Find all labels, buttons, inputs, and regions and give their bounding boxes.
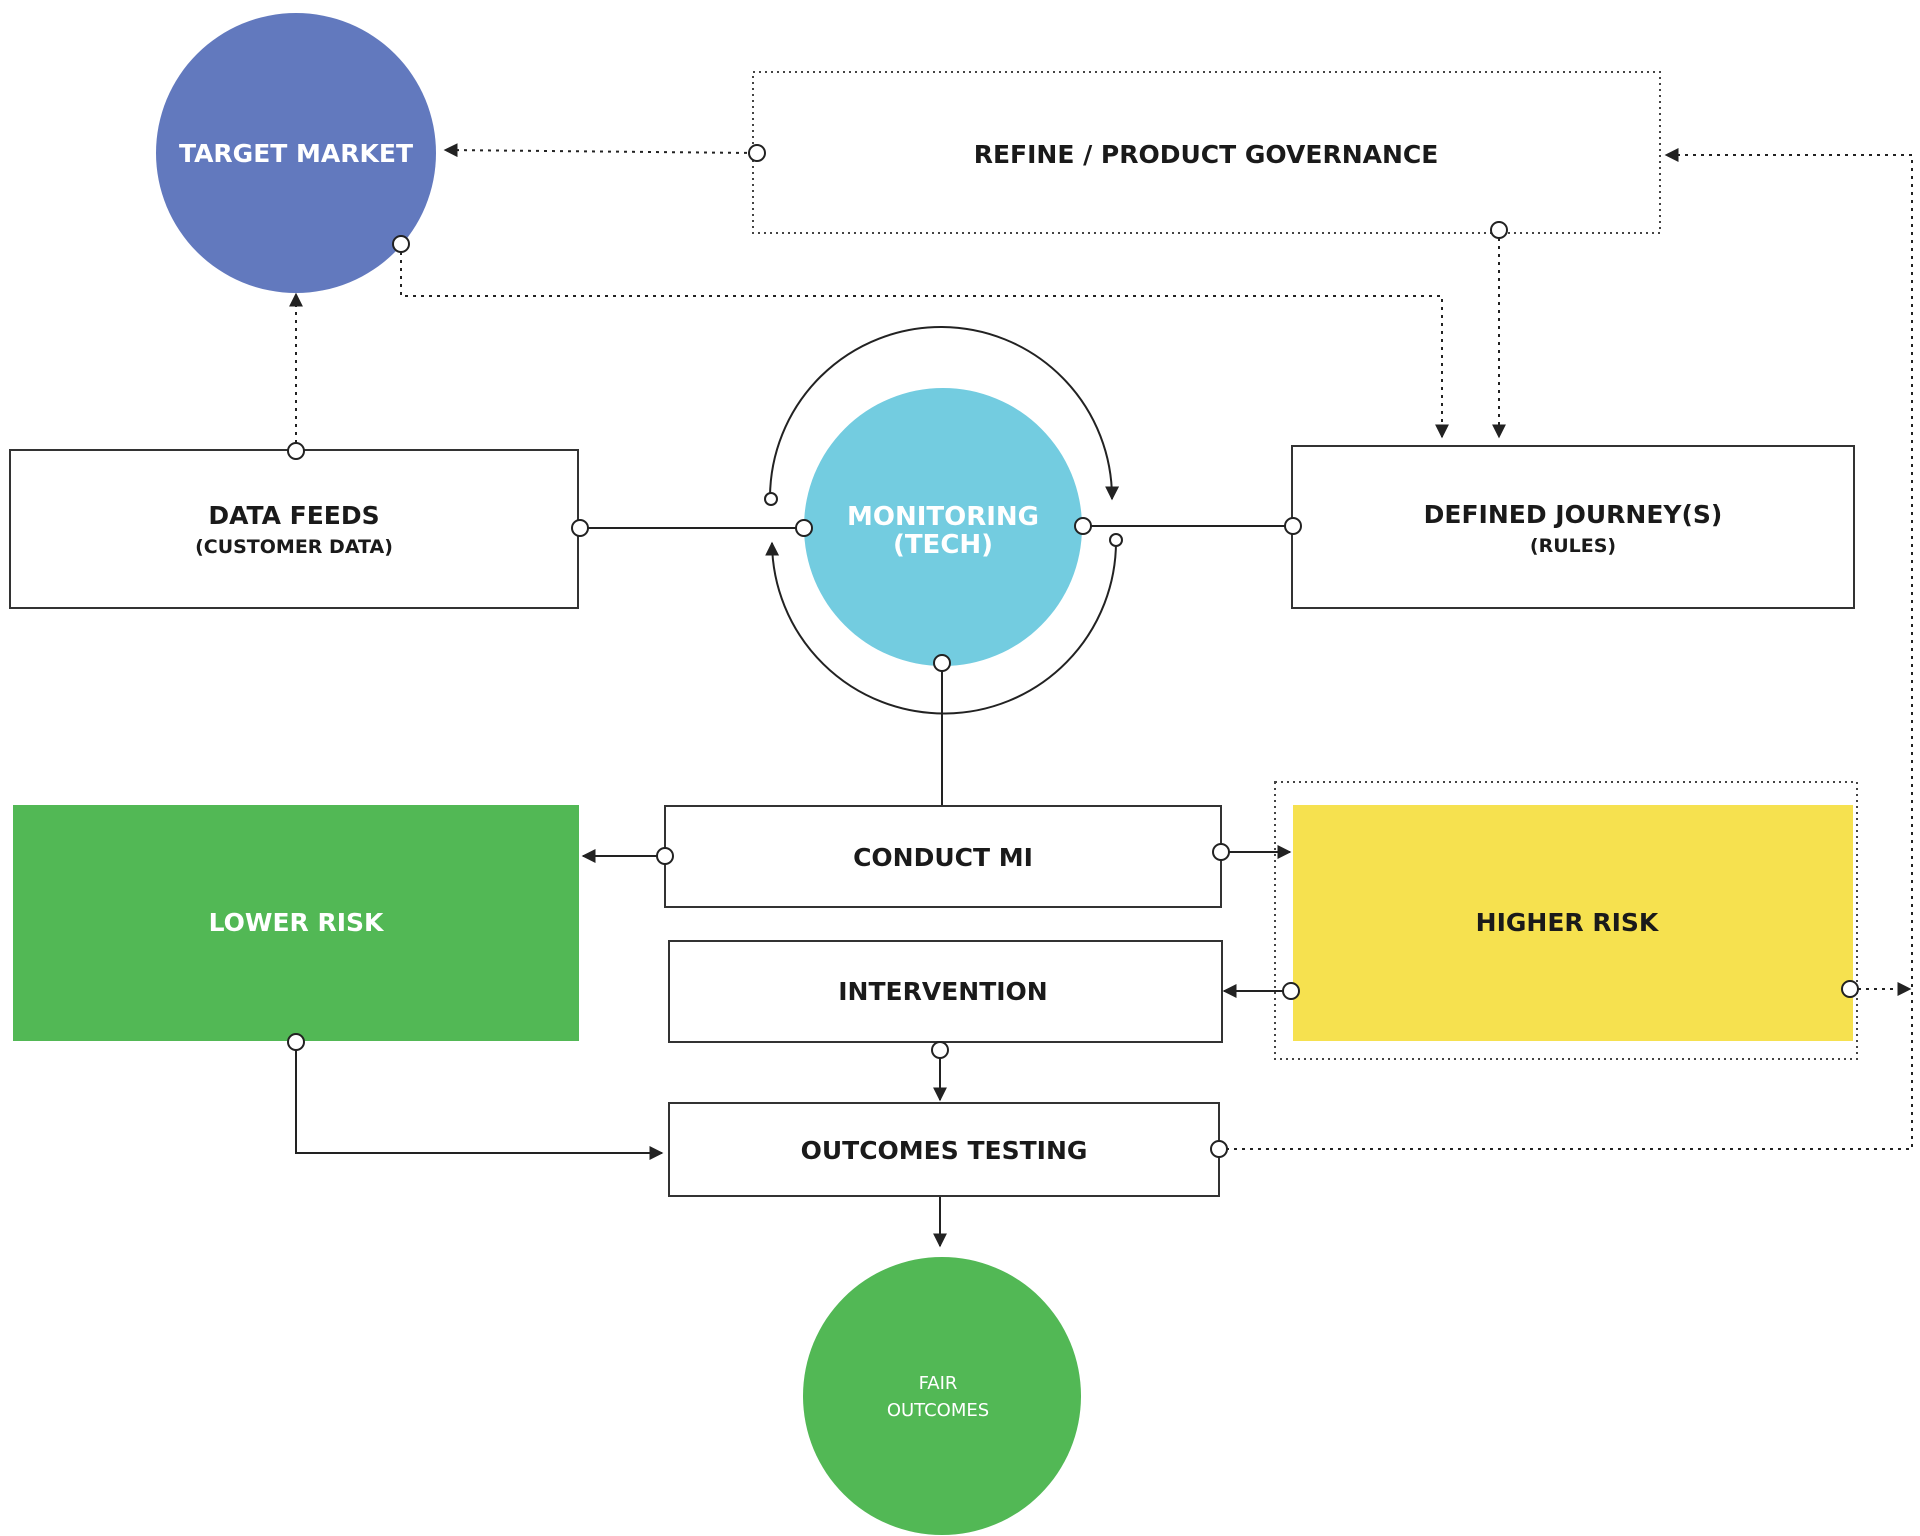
port-monitoring-bottom — [933, 654, 951, 672]
data-feeds-node[interactable]: DATA FEEDS (CUSTOMER DATA) — [9, 449, 579, 609]
defined-journeys-subtitle: (RULES) — [1530, 535, 1616, 557]
refine-governance-box — [752, 71, 1661, 234]
outcomes-testing-node[interactable]: OUTCOMES TESTING — [668, 1102, 1220, 1197]
port-higher-left — [1282, 982, 1300, 1000]
refine-governance-node[interactable]: REFINE / PRODUCT GOVERNANCE — [752, 71, 1661, 234]
port-intervention-bottom — [931, 1041, 949, 1059]
data-feeds-box — [9, 449, 579, 609]
port-journeys-left — [1284, 517, 1302, 535]
lower-risk-box — [13, 805, 579, 1041]
intervention-box — [668, 940, 1223, 1043]
port-datafeeds-right — [571, 519, 589, 537]
fair-outcomes-node[interactable]: FAIR OUTCOMES — [803, 1257, 1081, 1535]
conduct-mi-label: CONDUCT MI — [853, 843, 1033, 872]
conduct-mi-node[interactable]: CONDUCT MI — [664, 805, 1222, 908]
port-higher-right — [1841, 980, 1859, 998]
monitoring-cycle-arc-top — [769, 326, 1120, 501]
defined-journeys-box — [1291, 445, 1855, 609]
connector-lower-to-outcomes — [295, 1042, 664, 1160]
higher-risk-outer-box — [1274, 781, 1858, 1060]
port-refine-left — [748, 144, 766, 162]
port-target-market — [392, 235, 410, 253]
port-conduct-left — [656, 847, 674, 865]
higher-risk-box — [1293, 805, 1853, 1041]
ports — [287, 144, 1859, 1158]
data-feeds-subtitle: (CUSTOMER DATA) — [195, 536, 393, 558]
data-feeds-title: DATA FEEDS — [208, 501, 379, 530]
fair-outcomes-circle — [803, 1257, 1081, 1535]
monitoring-node[interactable]: MONITORING (TECH) — [804, 388, 1082, 666]
outcomes-testing-box — [668, 1102, 1220, 1197]
monitoring-circle — [804, 388, 1082, 666]
monitoring-label-line1: MONITORING — [847, 502, 1039, 532]
outcomes-testing-label: OUTCOMES TESTING — [801, 1136, 1088, 1165]
connector-target-to-journeys — [400, 244, 1449, 439]
port-monitoring-arc-right — [1109, 533, 1123, 547]
connectors — [289, 143, 1913, 1248]
defined-journeys-title: DEFINED JOURNEY(S) — [1424, 500, 1723, 529]
refine-governance-label: REFINE / PRODUCT GOVERNANCE — [974, 140, 1439, 169]
connector-outcomes-to-refine — [1226, 148, 1913, 1150]
lower-risk-label: LOWER RISK — [209, 908, 385, 937]
port-outcomes-right — [1210, 1140, 1228, 1158]
fair-outcomes-line2: OUTCOMES — [887, 1400, 989, 1421]
target-market-label: TARGET MARKET — [179, 139, 413, 168]
higher-risk-node[interactable]: HIGHER RISK — [1274, 781, 1858, 1060]
connector-refine-to-target — [443, 143, 756, 158]
intervention-node[interactable]: INTERVENTION — [668, 940, 1223, 1043]
intervention-label: INTERVENTION — [838, 977, 1048, 1006]
port-datafeeds-top — [287, 442, 305, 460]
monitoring-cycle-arc-bottom — [765, 539, 1118, 715]
port-monitoring-left — [795, 519, 813, 537]
lower-risk-node[interactable]: LOWER RISK — [13, 805, 579, 1041]
monitoring-label-line2: (TECH) — [893, 530, 993, 560]
higher-risk-label: HIGHER RISK — [1476, 908, 1660, 937]
port-refine-bottom — [1490, 221, 1508, 239]
port-conduct-right — [1212, 843, 1230, 861]
port-lower-bottom — [287, 1033, 305, 1051]
defined-journeys-node[interactable]: DEFINED JOURNEY(S) (RULES) — [1291, 445, 1855, 609]
port-monitoring-right — [1074, 517, 1092, 535]
port-monitoring-arc-left — [764, 492, 778, 506]
fair-outcomes-line1: FAIR — [919, 1373, 958, 1394]
target-market-circle — [156, 13, 436, 293]
target-market-node[interactable]: TARGET MARKET — [156, 13, 436, 293]
